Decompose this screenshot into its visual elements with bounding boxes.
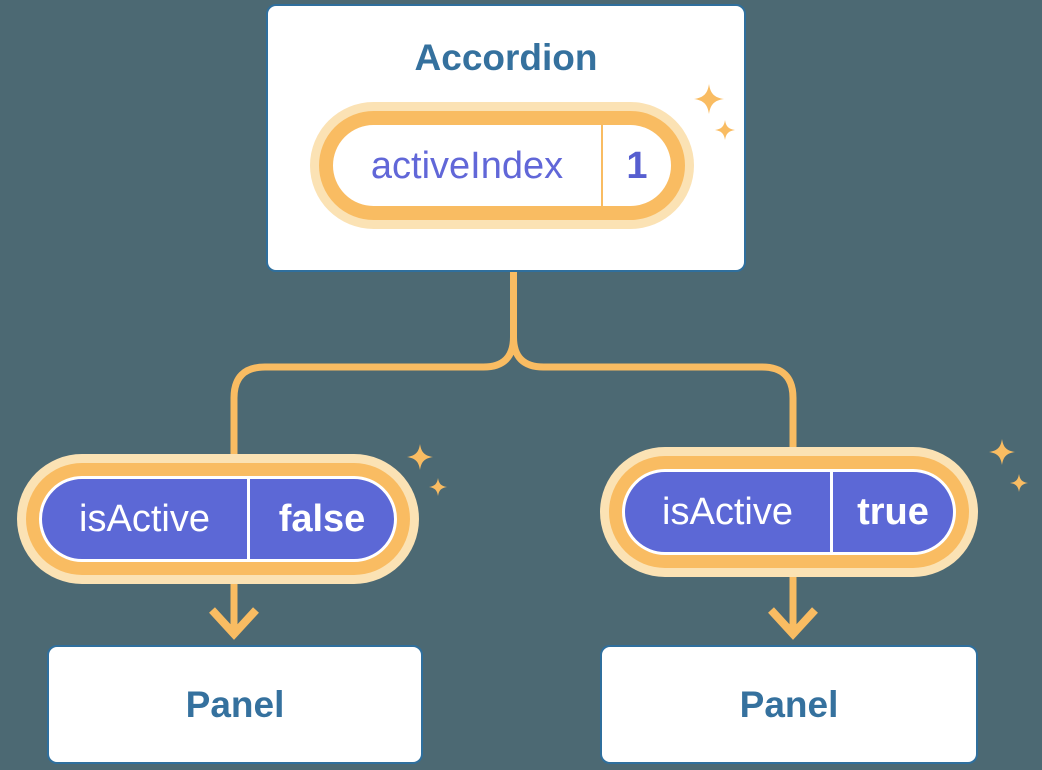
state-pill-active-index: activeIndex 1 [319, 111, 685, 220]
panel-component-card-right: Panel [600, 645, 978, 764]
arrow-head-left [209, 607, 259, 640]
panel-component-card-left: Panel [47, 645, 423, 764]
branch-line-right [510, 266, 797, 462]
prop-pill-label: isActive [662, 491, 793, 533]
state-pill-divider [601, 125, 603, 206]
sparkle-icon [429, 478, 447, 496]
prop-pill-is-active-true: isActive true [622, 469, 956, 555]
branch-line-left [230, 266, 517, 470]
prop-pill-divider [247, 479, 250, 559]
panel-title: Panel [739, 684, 839, 725]
state-pill-key-cell: activeIndex [333, 125, 601, 206]
sparkle-icon [989, 439, 1015, 465]
prop-pill-key-cell: isActive [625, 472, 830, 552]
prop-pill-value: false [278, 498, 366, 540]
state-pill-value-cell: 1 [603, 125, 671, 206]
state-pill-value: 1 [626, 144, 648, 187]
sparkle-icon [407, 444, 433, 470]
prop-pill-value: true [857, 491, 929, 533]
accordion-title: Accordion [414, 37, 598, 78]
prop-pill-value-cell: false [250, 479, 394, 559]
prop-pill-key-cell: isActive [42, 479, 247, 559]
state-pill-label: activeIndex [370, 144, 564, 187]
sparkle-icon [1010, 474, 1028, 492]
prop-pill-label: isActive [79, 498, 210, 540]
panel-title: Panel [185, 684, 285, 725]
prop-pill-value-cell: true [833, 472, 953, 552]
arrow-head-right [768, 607, 818, 640]
prop-pill-divider [830, 472, 833, 552]
prop-pill-is-active-false: isActive false [39, 476, 397, 562]
